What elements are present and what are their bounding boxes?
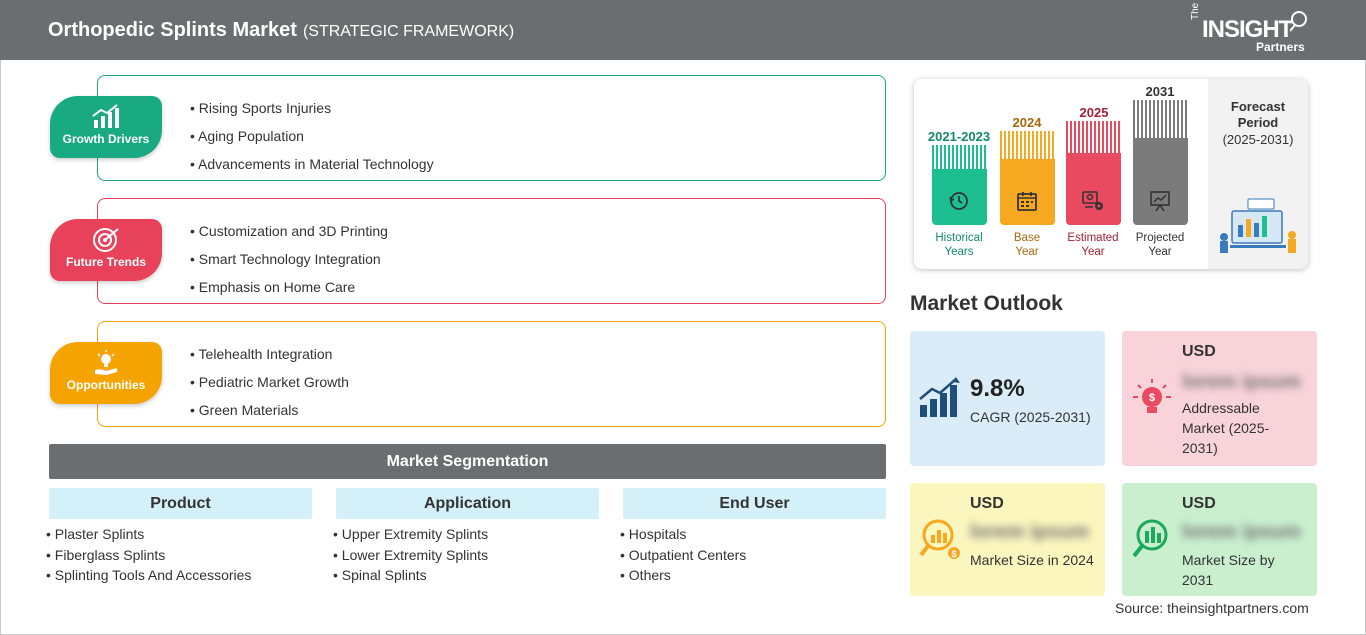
- segment-heading-end-user: End User: [623, 488, 886, 519]
- timeline-year-historical: 2021-2023: [927, 129, 991, 144]
- timeline-year-base: 2024: [1012, 115, 1042, 130]
- badge-label: Future Trends: [65, 255, 146, 269]
- list-item: • Plaster Splints: [46, 526, 145, 542]
- list-item: • Customization and 3D Printing: [190, 223, 388, 239]
- size-2031-value: lorem ipsum: [1182, 521, 1301, 543]
- size-2031-label: Market Size by 2031: [1182, 552, 1275, 588]
- header-bar: Orthopedic Splints Market (STRATEGIC FRAM…: [0, 0, 1366, 60]
- product-segment-list: • Plaster Splints • Fiberglass Splints •…: [46, 524, 251, 586]
- size-2024-label: Market Size in 2024: [970, 552, 1094, 568]
- market-outlook-title: Market Outlook: [910, 292, 1063, 315]
- segment-heading-application: Application: [336, 488, 599, 519]
- bar-chart-up-icon: [92, 104, 119, 128]
- lightbulb-hand-icon: [95, 350, 117, 375]
- end-user-segment-list: • Hospitals • Outpatient Centers • Other…: [620, 524, 746, 586]
- addressable-market-card: $ USD lorem ipsum Addressable Market (20…: [1122, 331, 1317, 466]
- magnifier-bars-icon: [1132, 519, 1168, 558]
- addressable-value: lorem ipsum: [1182, 371, 1301, 393]
- future-trends-list: • Customization and 3D Printing • Smart …: [190, 217, 388, 301]
- list-item: • Aging Population: [190, 128, 304, 144]
- cagr-card: 9.8% CAGR (2025-2031): [910, 331, 1105, 466]
- list-item: • Rising Sports Injuries: [190, 100, 332, 116]
- opportunities-list: • Telehealth Integration • Pediatric Mar…: [190, 340, 349, 424]
- idea-dollar-icon: $: [1133, 379, 1171, 413]
- list-item: • Smart Technology Integration: [190, 251, 381, 267]
- analyst-dashboard-icon: [1220, 198, 1296, 253]
- timeline-bar-base: [1000, 131, 1055, 225]
- list-item: • Pediatric Market Growth: [190, 374, 349, 390]
- subtitle-text: (STRATEGIC FRAMEWORK): [302, 23, 515, 40]
- size-2024-value: lorem ipsum: [970, 521, 1089, 543]
- segmentation-title: Market Segmentation: [49, 444, 886, 479]
- list-item: • Spinal Splints: [333, 567, 427, 583]
- addressable-label: Addressable Market (2025-2031): [1182, 400, 1270, 456]
- insight-partners-logo[interactable]: The INSIGHT Partners: [1190, 3, 1310, 54]
- forecast-period-label: Forecast Period: [1230, 99, 1286, 130]
- logo-insight: INSIGHT: [1202, 16, 1293, 43]
- application-segment-list: • Upper Extremity Splints • Lower Extrem…: [333, 524, 488, 586]
- market-size-2024-card: $ USD lorem ipsum Market Size in 2024: [910, 483, 1105, 596]
- cagr-label: CAGR (2025-2031): [970, 409, 1091, 425]
- badge-label: Growth Drivers: [62, 132, 150, 146]
- logo-the: The: [1190, 2, 1201, 20]
- timeline-bar-historical: [932, 145, 987, 225]
- future-trends-badge: Future Trends: [50, 219, 162, 281]
- list-item: • Telehealth Integration: [190, 346, 333, 362]
- cagr-value: 9.8%: [970, 375, 1025, 402]
- timeline-panel: Forecast Period (2025-2031) 2021-2023 Hi…: [914, 79, 1308, 269]
- clock-history-icon: [949, 192, 968, 210]
- svg-text:$: $: [951, 549, 956, 559]
- list-item: • Upper Extremity Splints: [333, 526, 489, 542]
- timeline-year-estimated: 2025: [1079, 105, 1109, 120]
- list-item: • Fiberglass Splints: [46, 546, 166, 563]
- timeline-year-projected: 2031: [1145, 84, 1175, 99]
- magnifier-chart-icon: $: [919, 519, 960, 559]
- calendar-icon: [1017, 192, 1037, 211]
- list-item: • Others: [620, 567, 671, 583]
- source-credit[interactable]: Source: theinsightpartners.com: [1115, 600, 1309, 616]
- svg-text:$: $: [1149, 392, 1155, 404]
- list-item: • Advancements in Material Technology: [190, 156, 434, 172]
- opportunities-box: • Telehealth Integration • Pediatric Mar…: [97, 321, 886, 427]
- page-title: Orthopedic Splints Market (STRATEGIC FRAM…: [48, 19, 514, 42]
- growth-drivers-badge: Growth Drivers: [50, 96, 162, 158]
- badge-label: Opportunities: [66, 378, 146, 392]
- list-item: • Emphasis on Home Care: [190, 279, 356, 295]
- future-trends-box: • Customization and 3D Printing • Smart …: [97, 198, 886, 304]
- list-item: • Lower Extremity Splints: [333, 546, 489, 563]
- logo-partners: Partners: [1256, 40, 1305, 54]
- size-2031-usd: USD: [1182, 495, 1216, 512]
- list-item: • Green Materials: [190, 402, 299, 418]
- list-item: • Splinting Tools And Accessories: [46, 567, 252, 583]
- growth-drivers-list: • Rising Sports Injuries • Aging Populat…: [190, 94, 434, 178]
- growth-chart-icon: [919, 377, 960, 417]
- segment-heading-product: Product: [49, 488, 312, 519]
- market-size-2031-card: USD lorem ipsum Market Size by 2031: [1122, 483, 1317, 596]
- title-text: Orthopedic Splints Market: [48, 19, 297, 41]
- logo-magnifier-icon: [1290, 11, 1307, 32]
- timeline-bar-estimated: [1066, 121, 1121, 225]
- size-2024-usd: USD: [970, 495, 1004, 512]
- list-item: • Hospitals: [620, 526, 687, 542]
- timeline-bar-projected: [1133, 100, 1188, 225]
- forecast-period-years: (2025-2031): [1222, 132, 1294, 147]
- growth-drivers-box: • Rising Sports Injuries • Aging Populat…: [97, 75, 886, 181]
- list-item: • Outpatient Centers: [620, 546, 747, 563]
- opportunities-badge: Opportunities: [50, 342, 162, 404]
- target-icon: [93, 228, 119, 252]
- presentation-chart-icon: [1150, 191, 1170, 212]
- gears-icon: [1082, 191, 1103, 210]
- addressable-usd: USD: [1182, 343, 1216, 360]
